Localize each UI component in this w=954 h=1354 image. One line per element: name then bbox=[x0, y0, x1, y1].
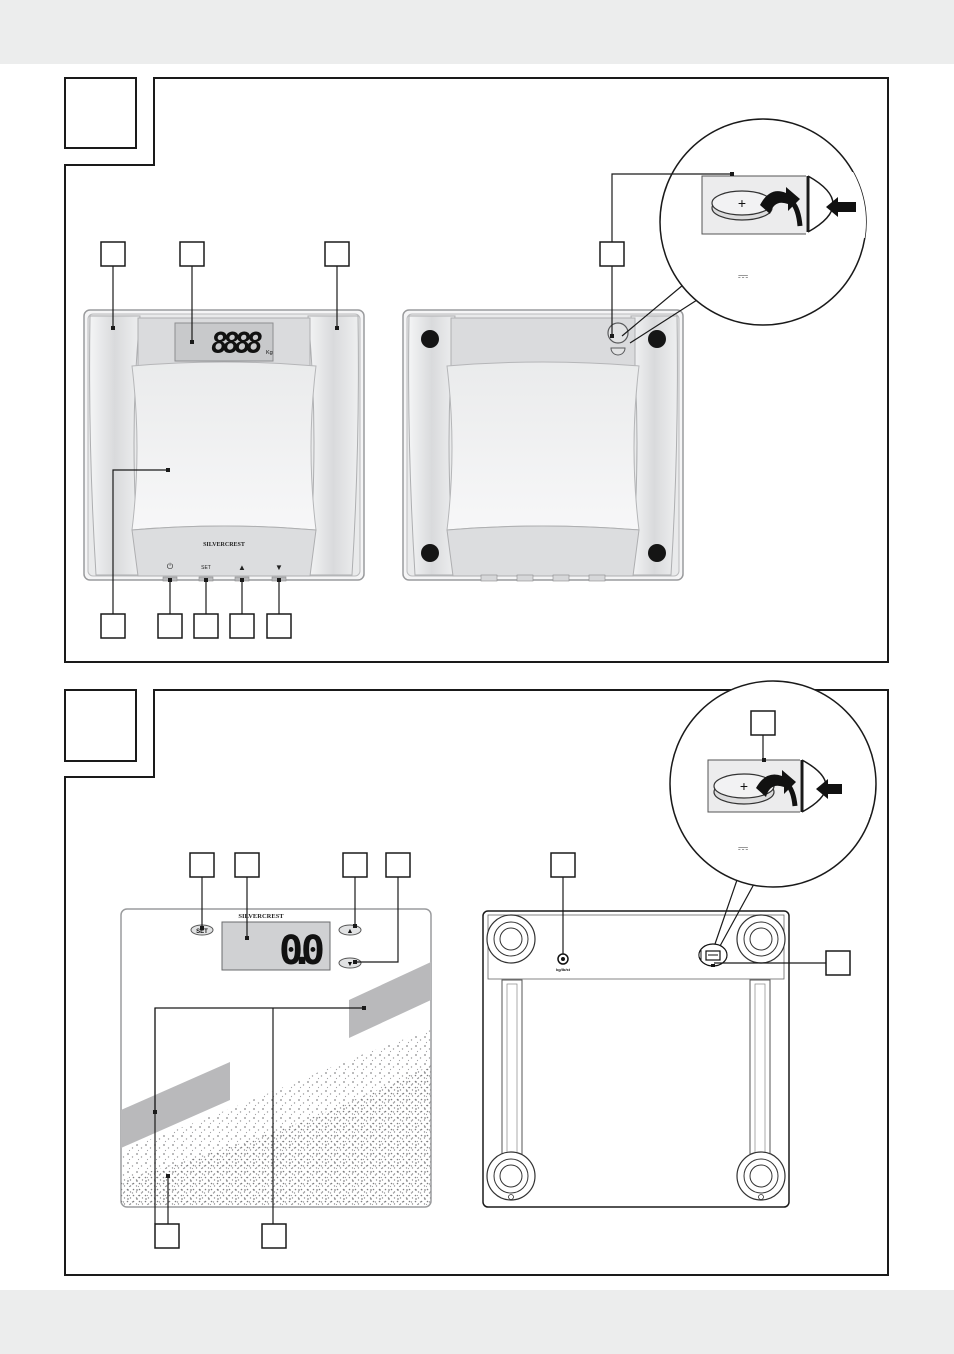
figure-b-back-scale: kg/lb/st bbox=[482, 910, 790, 1208]
up-button[interactable]: ▲ bbox=[238, 563, 246, 572]
front-b-brand-logo: SILVERCREST bbox=[238, 913, 284, 920]
foot-pad bbox=[648, 330, 666, 348]
figure-b-callout-boxes bbox=[154, 710, 851, 1249]
figure-a-callout-dots bbox=[111, 172, 734, 582]
figure-b-callout-dots bbox=[153, 758, 766, 1178]
down-button-b-label: ▼ bbox=[347, 961, 354, 968]
figure-a-back-scale bbox=[402, 309, 684, 582]
front-display-unit: Kg bbox=[266, 350, 273, 356]
page-header-band bbox=[0, 0, 954, 64]
up-button-b-label: ▲ bbox=[347, 928, 354, 935]
unit-switch-label: kg/lb/st bbox=[556, 967, 571, 972]
set-button[interactable]: SET bbox=[201, 565, 211, 571]
figure-b-frame bbox=[64, 689, 889, 1276]
battery-plus-symbol-b: + bbox=[740, 778, 748, 794]
figure-b-front-scale: SILVERCREST 0.0 SET ▲ ▼ bbox=[120, 908, 432, 1208]
down-button[interactable]: ▼ bbox=[275, 563, 283, 572]
foot-b bbox=[486, 1151, 536, 1201]
front-b-display-value: 0.0 bbox=[279, 928, 325, 974]
front-display-value: 8888 bbox=[211, 327, 263, 360]
dc-symbol-b: ⎓ bbox=[738, 840, 748, 855]
figure-b-battery-inset: + ⎓ bbox=[669, 680, 877, 947]
set-button-b-label: SET bbox=[196, 929, 208, 935]
front-brand-logo: SILVERCREST bbox=[203, 542, 245, 548]
dc-symbol: ⎓ bbox=[738, 268, 748, 283]
foot-b bbox=[736, 1151, 786, 1201]
power-button[interactable]: ⏻ bbox=[167, 562, 174, 571]
page-footer-band bbox=[0, 1290, 954, 1354]
figure-a-callout-boxes bbox=[100, 241, 625, 639]
foot-pad bbox=[421, 330, 439, 348]
figure-a-callouts bbox=[112, 173, 732, 614]
figure-a-front-scale: 8888 Kg SILVERCREST ⏻ SET ▲ ▼ bbox=[83, 309, 365, 582]
foot-pad bbox=[648, 544, 666, 562]
battery-plus-symbol: + bbox=[738, 195, 746, 211]
foot-b bbox=[486, 914, 536, 964]
figure-b-callouts bbox=[154, 735, 826, 1224]
foot-pad bbox=[421, 544, 439, 562]
figure-a-frame bbox=[64, 77, 889, 663]
foot-b bbox=[736, 914, 786, 964]
figure-a-battery-inset: + ⎓ bbox=[621, 118, 867, 344]
